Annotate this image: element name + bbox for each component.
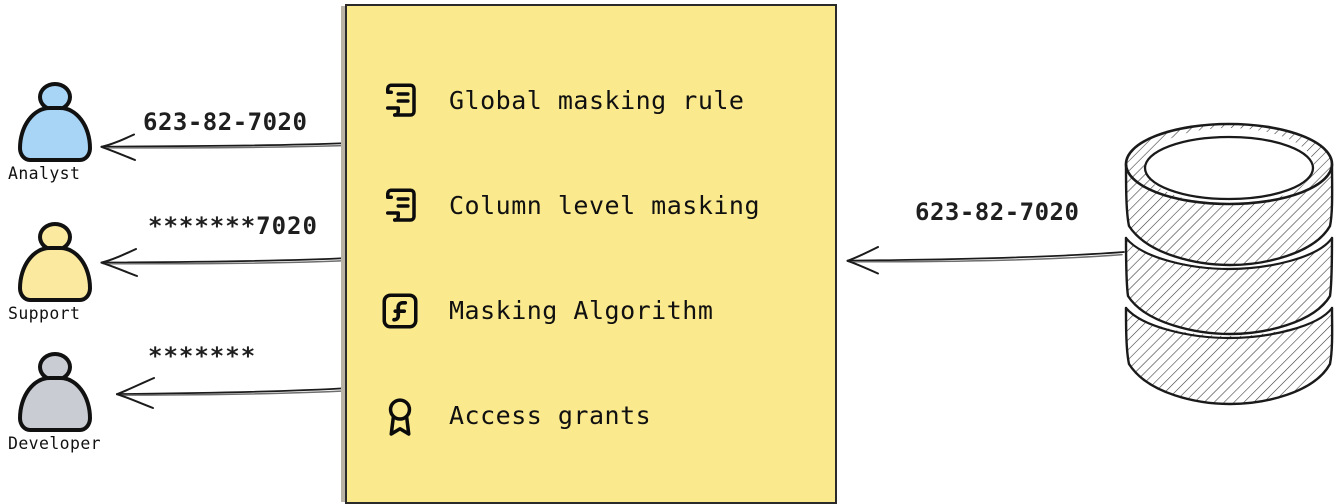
arrow-to-support [96,244,352,280]
policy-item-column-level-masking[interactable]: Column level masking [377,153,817,258]
policy-item-label: Access grants [449,401,652,430]
policy-item-access-grants[interactable]: Access grants [377,363,817,468]
actor-support-label: Support [8,304,81,323]
policy-item-label: Global masking rule [449,86,745,115]
policy-item-list: Global masking rule Column level masking [377,48,817,468]
policy-item-masking-algorithm[interactable]: Masking Algorithm [377,258,817,363]
database-icon [1118,112,1340,412]
scroll-icon [377,78,423,124]
actor-developer-label: Developer [8,434,102,453]
actor-analyst[interactable]: Analyst [8,82,128,183]
policy-card: Global masking rule Column level masking [345,4,837,504]
actor-developer[interactable]: Developer [8,352,128,453]
arrow-to-support-label: *******7020 [148,212,318,240]
arrow-to-developer-label: ******* [148,342,257,370]
arrow-from-database-label: 623-82-7020 [915,198,1080,226]
award-icon [377,393,423,439]
person-icon [16,222,94,302]
actor-analyst-label: Analyst [8,164,81,183]
person-icon [16,82,94,162]
function-icon [377,288,423,334]
arrow-from-database [842,242,1126,278]
policy-item-label: Column level masking [449,191,761,220]
arrow-to-analyst-label: 623-82-7020 [143,108,308,136]
arrow-to-developer [110,374,352,412]
scroll-icon [377,183,423,229]
actor-support[interactable]: Support [8,222,128,323]
policy-item-label: Masking Algorithm [449,296,714,325]
policy-item-global-masking-rule[interactable]: Global masking rule [377,48,817,153]
person-icon [16,352,94,432]
arrow-to-analyst [96,130,352,164]
